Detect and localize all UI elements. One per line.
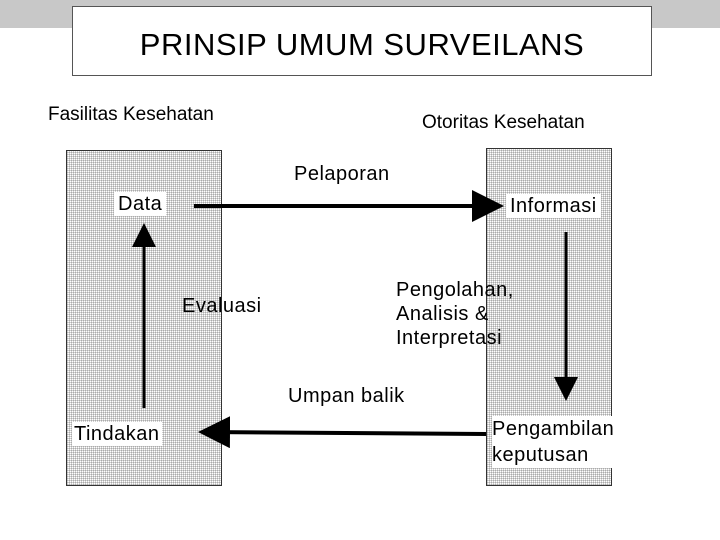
pengambilan-line-2: keputusan: [492, 444, 589, 466]
left-column-header: Fasilitas Kesehatan: [48, 104, 214, 125]
data-node: Data: [114, 192, 167, 216]
informasi-node: Informasi: [506, 194, 601, 218]
tindakan-node: Tindakan: [72, 422, 162, 446]
pengolahan-line-2: Analisis &: [396, 303, 489, 325]
pengambilan-line-1: Pengambilan: [492, 418, 615, 440]
pengolahan-line-1: Pengolahan,: [396, 279, 514, 301]
title-box: PRINSIP UMUM SURVEILANS: [72, 6, 652, 76]
pelaporan-label: Pelaporan: [294, 163, 390, 185]
page-title: PRINSIP UMUM SURVEILANS: [139, 27, 585, 62]
pengambilan-keputusan-node: Pengambilan keputusan: [492, 416, 640, 468]
umpan-balik-arrow: [198, 416, 487, 449]
pengolahan-node: Pengolahan, Analisis & Interpretasi: [396, 278, 556, 350]
right-column-header: Otoritas Kesehatan: [422, 112, 585, 133]
pengolahan-line-3: Interpretasi: [396, 327, 503, 349]
umpan-balik-label: Umpan balik: [288, 385, 405, 407]
evaluasi-node: Evaluasi: [182, 295, 262, 317]
